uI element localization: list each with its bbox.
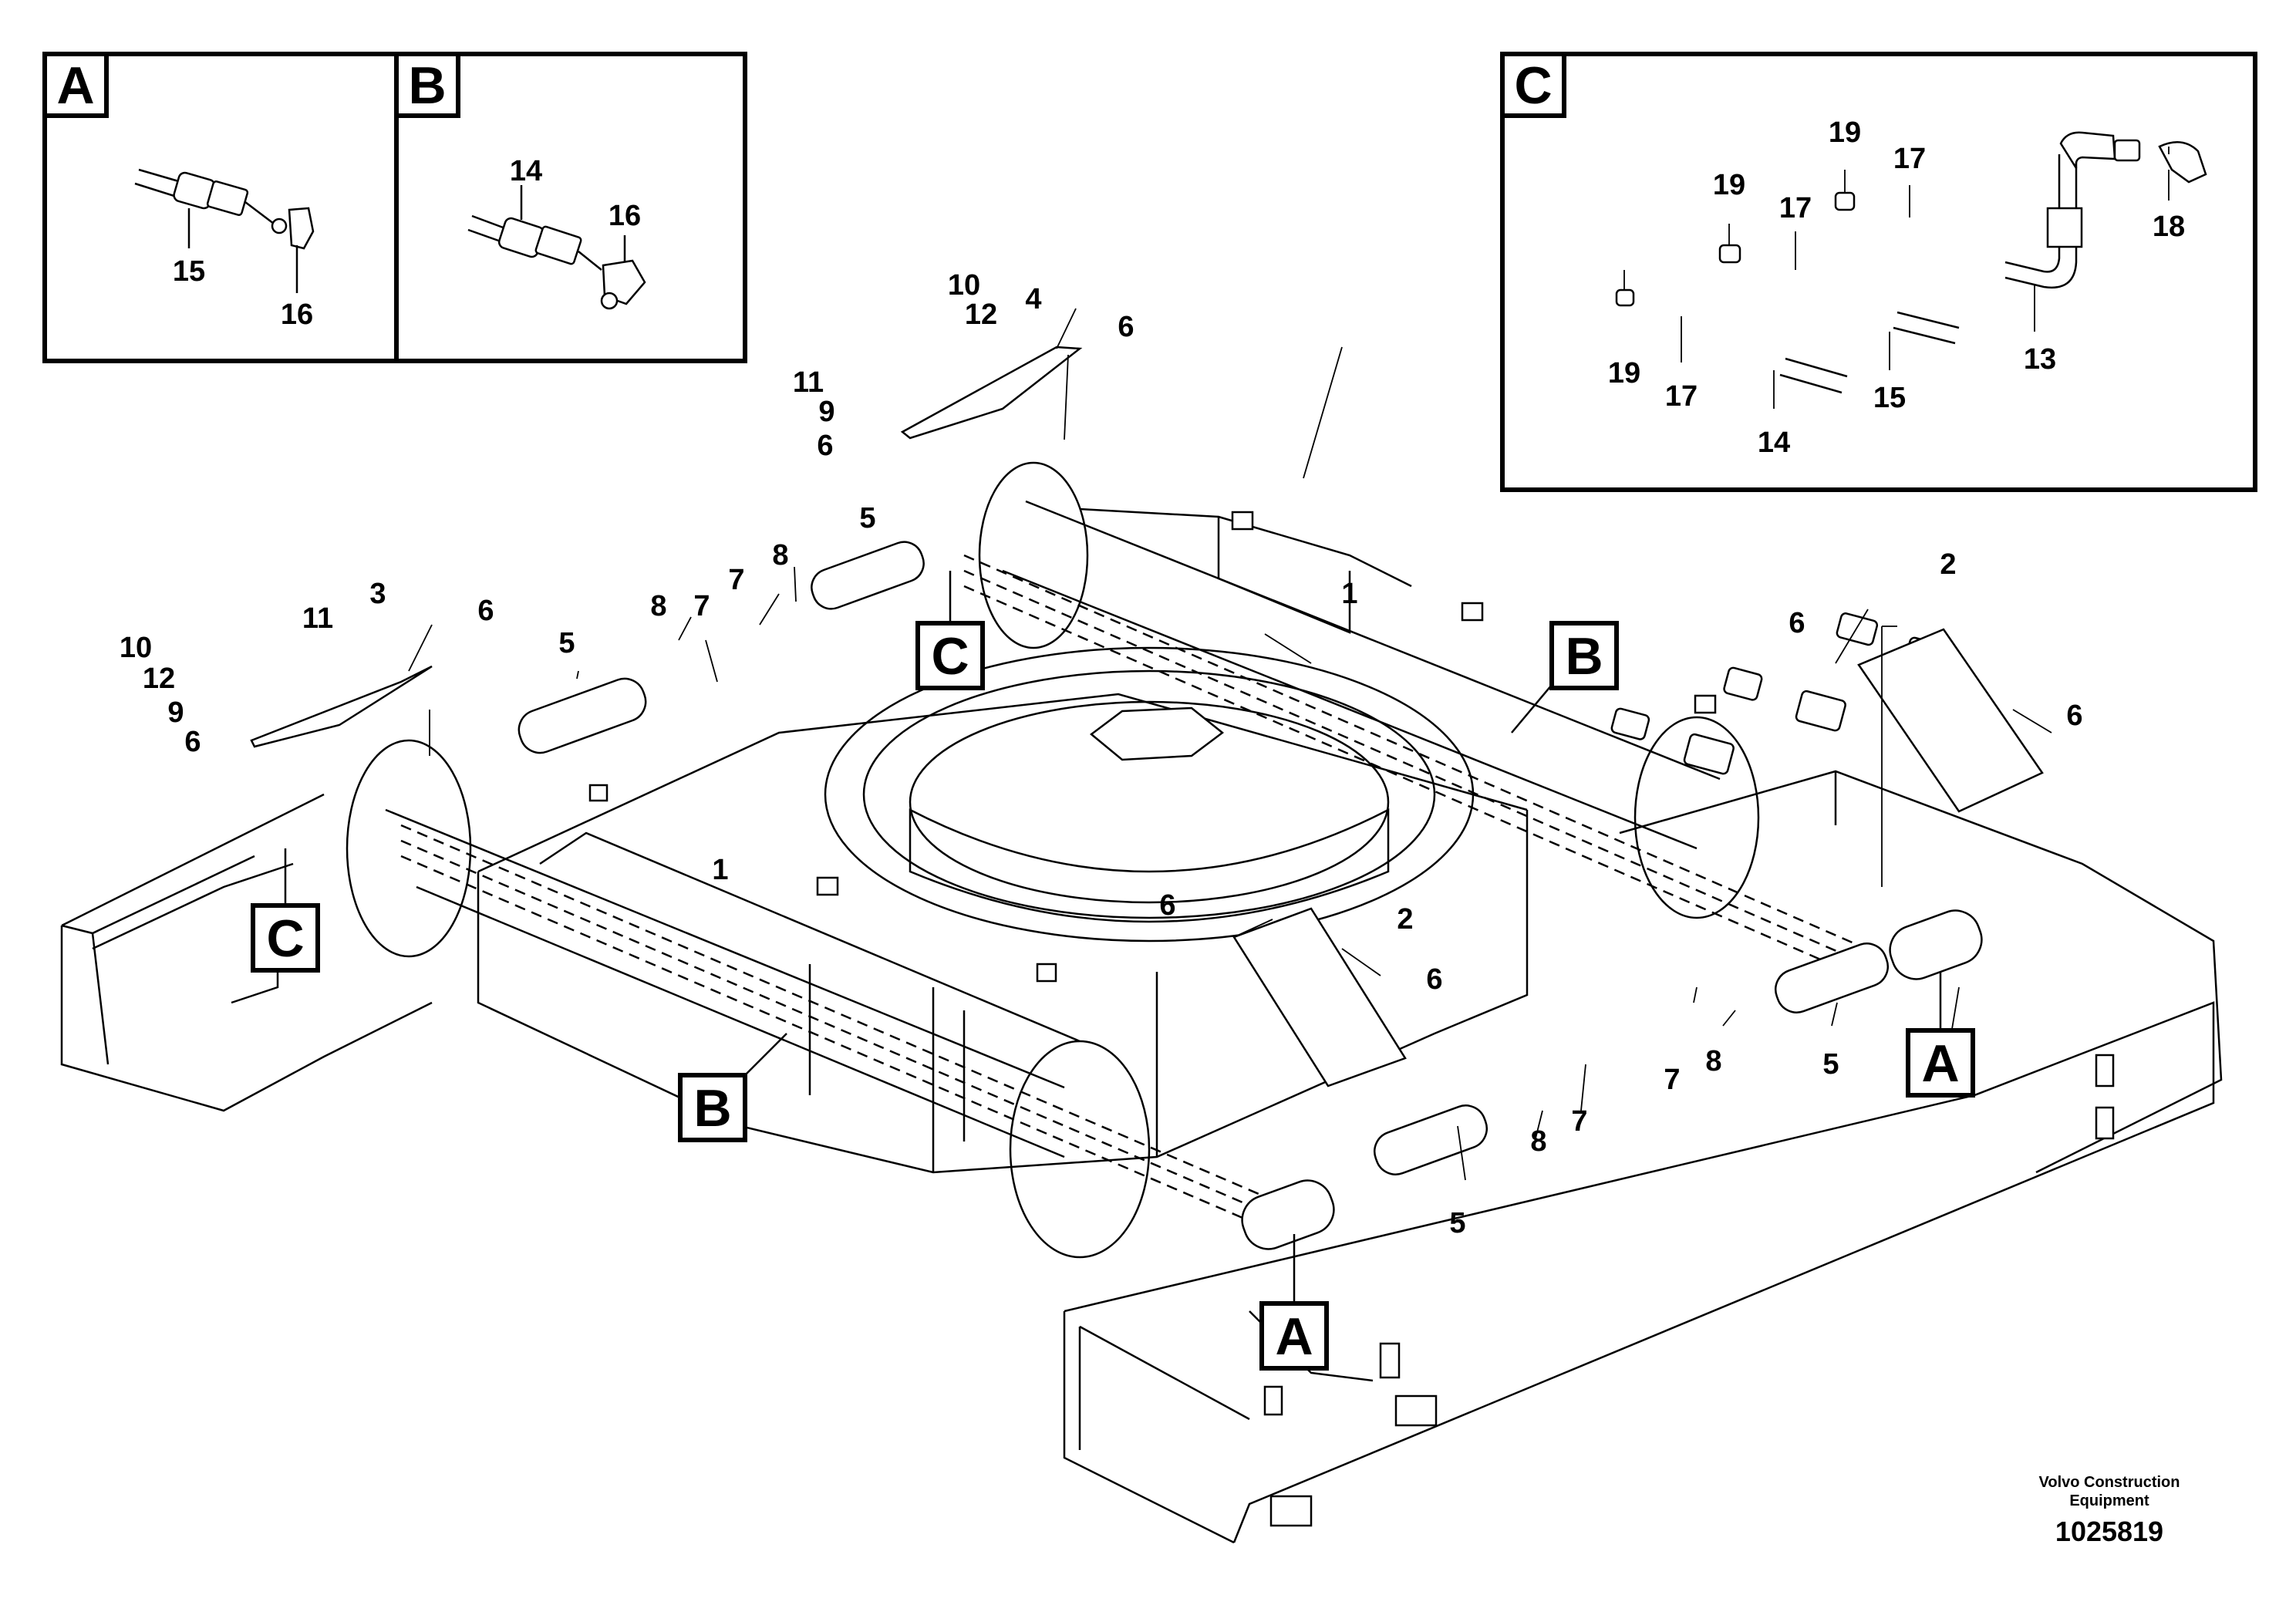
- brand-line-1: Volvo Construction: [2039, 1474, 2180, 1491]
- svg-text:A: A: [1921, 1034, 1959, 1093]
- inset-b-letter: B: [408, 56, 446, 115]
- label-10-a: 10: [948, 269, 980, 302]
- callout-c-top: C: [915, 571, 985, 690]
- label-6-e: 6: [1789, 607, 1805, 639]
- label-9-a: 9: [818, 396, 834, 428]
- label-6-f: 6: [2066, 700, 2082, 732]
- label-7-c: 7: [1664, 1064, 1680, 1096]
- inset-c-label-19-mid: 19: [1713, 169, 1745, 201]
- part-labels: 1 1 2 2 3 4 5 5 5 5 6 6 6 6 6 6 6 6 7 7 …: [120, 269, 2083, 1239]
- svg-text:C: C: [266, 909, 304, 968]
- label-6-c: 6: [477, 595, 494, 627]
- label-8-c: 8: [1705, 1045, 1721, 1077]
- label-5-left: 5: [558, 627, 575, 659]
- callout-a-right: A: [1906, 972, 1975, 1098]
- inset-b-label-14: 14: [510, 155, 542, 187]
- label-8-b: 8: [650, 590, 666, 622]
- callout-a-bottom: A: [1259, 1234, 1329, 1371]
- inset-b: B 14 16: [394, 52, 747, 363]
- label-8-a: 8: [772, 539, 788, 572]
- svg-text:C: C: [931, 627, 969, 686]
- inset-b-hose: [467, 185, 646, 310]
- label-6-g: 6: [1159, 889, 1175, 922]
- footer: Volvo Construction Equipment 1025819: [2039, 1474, 2180, 1547]
- label-2-mid: 2: [1397, 903, 1413, 936]
- label-6-a: 6: [1118, 311, 1134, 343]
- brand-line-2: Equipment: [2069, 1492, 2149, 1509]
- label-5-right: 5: [1822, 1048, 1839, 1081]
- inset-c-label-13: 13: [2024, 343, 2056, 376]
- label-8-d: 8: [1530, 1125, 1546, 1158]
- inset-c-label-17-mid: 17: [1779, 192, 1812, 224]
- label-11-b: 11: [302, 602, 333, 635]
- inset-b-label-16: 16: [609, 200, 641, 232]
- inset-c-label-18: 18: [2153, 211, 2185, 243]
- inset-c-label-17-low: 17: [1665, 380, 1698, 413]
- inset-c-label-17-top: 17: [1893, 143, 1926, 175]
- label-1-top: 1: [1341, 578, 1357, 610]
- label-12-a: 12: [965, 298, 997, 331]
- label-4: 4: [1025, 283, 1041, 315]
- inset-c-label-19-top: 19: [1829, 116, 1861, 149]
- inset-a-hose: [134, 168, 315, 293]
- label-6-b: 6: [817, 430, 833, 462]
- inset-c: C 19 17 18 19 17 19: [1500, 52, 2257, 775]
- label-7-b: 7: [693, 590, 710, 622]
- inset-a: A 15 16: [42, 52, 399, 363]
- inset-c-label-19-low: 19: [1608, 357, 1640, 389]
- label-3: 3: [369, 578, 386, 610]
- document-number: 1025819: [2055, 1516, 2163, 1547]
- label-2-right: 2: [1940, 548, 1956, 581]
- svg-text:B: B: [1565, 627, 1603, 686]
- label-6-h: 6: [1426, 963, 1442, 996]
- svg-text:A: A: [1275, 1307, 1313, 1366]
- inset-a-label-16: 16: [281, 298, 313, 331]
- inset-a-label-15: 15: [173, 255, 205, 288]
- label-1-mid: 1: [712, 854, 728, 886]
- inset-c-label-15: 15: [1873, 382, 1906, 414]
- label-7-d: 7: [1571, 1105, 1587, 1138]
- svg-text:B: B: [693, 1079, 731, 1138]
- label-10-b: 10: [120, 632, 152, 664]
- undercarriage-frame: [60, 308, 2223, 1544]
- callout-c-left: C: [251, 848, 320, 973]
- label-9-b: 9: [167, 696, 184, 729]
- inset-a-letter: A: [56, 56, 94, 115]
- label-11-a: 11: [793, 366, 824, 399]
- inset-c-letter: C: [1514, 56, 1552, 115]
- label-5-top: 5: [859, 502, 875, 534]
- label-12-b: 12: [143, 663, 175, 695]
- label-7-a: 7: [728, 564, 744, 596]
- callout-b-mid: B: [678, 1033, 787, 1142]
- callout-b-top: B: [1511, 621, 1619, 733]
- inset-c-label-14: 14: [1758, 427, 1790, 459]
- label-5-bottom: 5: [1449, 1207, 1465, 1239]
- label-6-d: 6: [184, 726, 201, 758]
